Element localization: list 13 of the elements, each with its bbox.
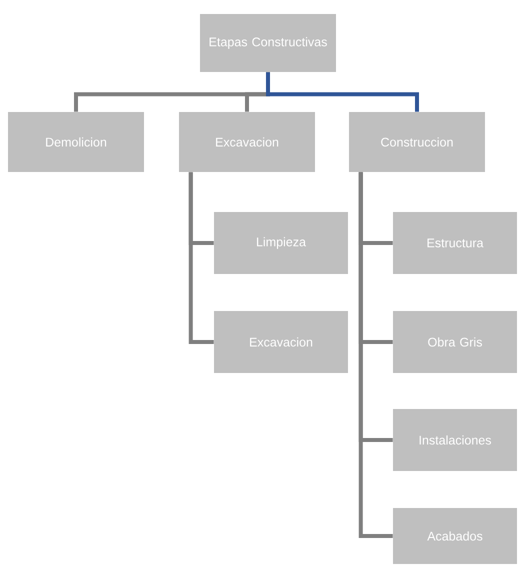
stage-box: Limpieza [214, 212, 348, 274]
stage-box: Obra Gris [393, 311, 517, 373]
stage-box: Excavacion [179, 112, 315, 172]
stage-box: Excavacion [214, 311, 348, 373]
connector-line [266, 72, 419, 112]
stage-box: Instalaciones [393, 409, 517, 471]
stage-box: Acabados [393, 508, 517, 564]
stage-box: Demolicion [8, 112, 144, 172]
stage-box: Construccion [349, 112, 485, 172]
stage-box: Etapas Constructivas [200, 14, 336, 72]
connector-line [358, 172, 393, 538]
stage-box: Estructura [393, 212, 517, 274]
connector-line [188, 172, 214, 344]
